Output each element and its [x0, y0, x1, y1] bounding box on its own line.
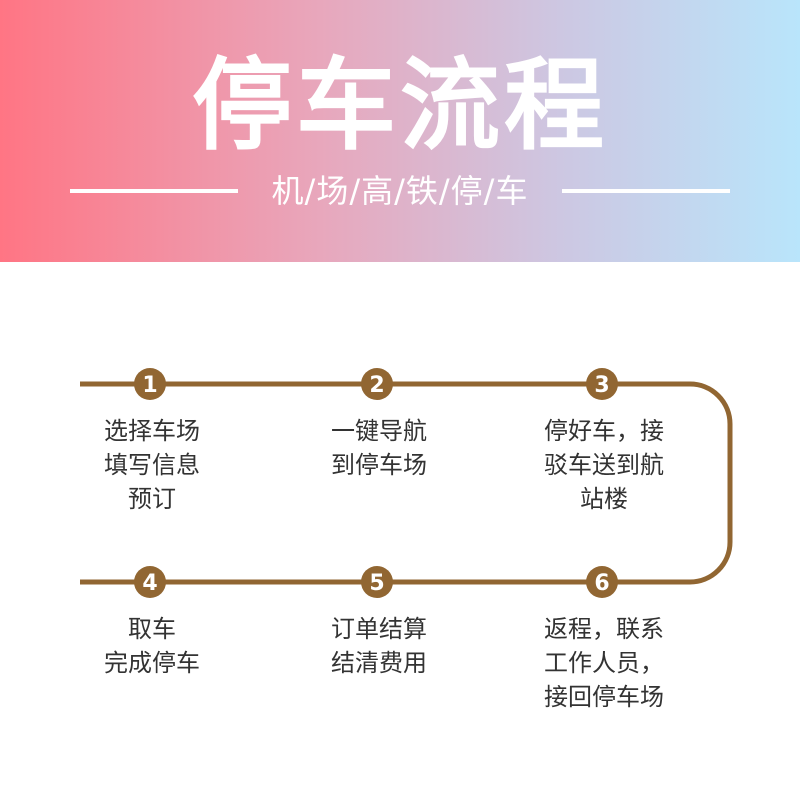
- step-badge-circle: [586, 368, 618, 400]
- header-banner: 停车流程 机/场/高/铁/停/车: [0, 0, 800, 262]
- step-badge-3: 3: [586, 368, 618, 400]
- step-1-line-1: 选择车场: [104, 417, 200, 445]
- subtitle-right-rule: [562, 189, 730, 193]
- step-badge-circle: [134, 566, 166, 598]
- step-number: 1: [142, 373, 157, 398]
- step-5-line-1: 订单结算: [331, 615, 427, 643]
- step-4-line-2: 完成停车: [104, 649, 200, 677]
- step-2-description: 一键导航 到停车场: [279, 414, 479, 482]
- step-3-line-3: 站楼: [580, 485, 628, 513]
- step-5-line-2: 结清费用: [331, 649, 427, 677]
- step-1-description: 选择车场 填写信息 预订: [52, 414, 252, 516]
- step-badge-circle: [134, 368, 166, 400]
- step-5-description: 订单结算 结清费用: [279, 612, 479, 680]
- step-number: 6: [594, 571, 609, 596]
- step-badge-5: 5: [361, 566, 393, 598]
- step-6-line-2: 工作人员，: [544, 649, 664, 677]
- step-number: 2: [369, 373, 384, 398]
- subtitle-left-rule: [70, 189, 238, 193]
- step-2-line-1: 一键导航: [331, 417, 427, 445]
- step-3-line-1: 停好车，接: [544, 417, 664, 445]
- step-badge-circle: [361, 566, 393, 598]
- step-badge-circle: [361, 368, 393, 400]
- step-1-line-2: 填写信息: [104, 451, 200, 479]
- step-3-description: 停好车，接 驳车送到航 站楼: [504, 414, 704, 516]
- page-subtitle: 机/场/高/铁/停/车: [271, 172, 529, 210]
- step-number: 5: [369, 571, 384, 596]
- step-2-line-2: 到停车场: [331, 451, 427, 479]
- step-6-description: 返程，联系 工作人员， 接回停车场: [504, 612, 704, 714]
- step-number: 3: [594, 373, 609, 398]
- step-number: 4: [142, 571, 157, 596]
- step-badge-1: 1: [134, 368, 166, 400]
- step-4-line-1: 取车: [128, 615, 176, 643]
- step-1-line-3: 预订: [128, 485, 176, 513]
- step-3-line-2: 驳车送到航: [544, 451, 664, 479]
- step-badge-2: 2: [361, 368, 393, 400]
- step-6-line-1: 返程，联系: [544, 615, 664, 643]
- step-badge-circle: [586, 566, 618, 598]
- step-6-line-3: 接回停车场: [544, 683, 664, 711]
- step-badge-4: 4: [134, 566, 166, 598]
- page-title: 停车流程: [192, 47, 608, 164]
- flow-connector-line: [80, 381, 733, 585]
- step-4-description: 取车 完成停车: [52, 612, 252, 680]
- step-badge-6: 6: [586, 566, 618, 598]
